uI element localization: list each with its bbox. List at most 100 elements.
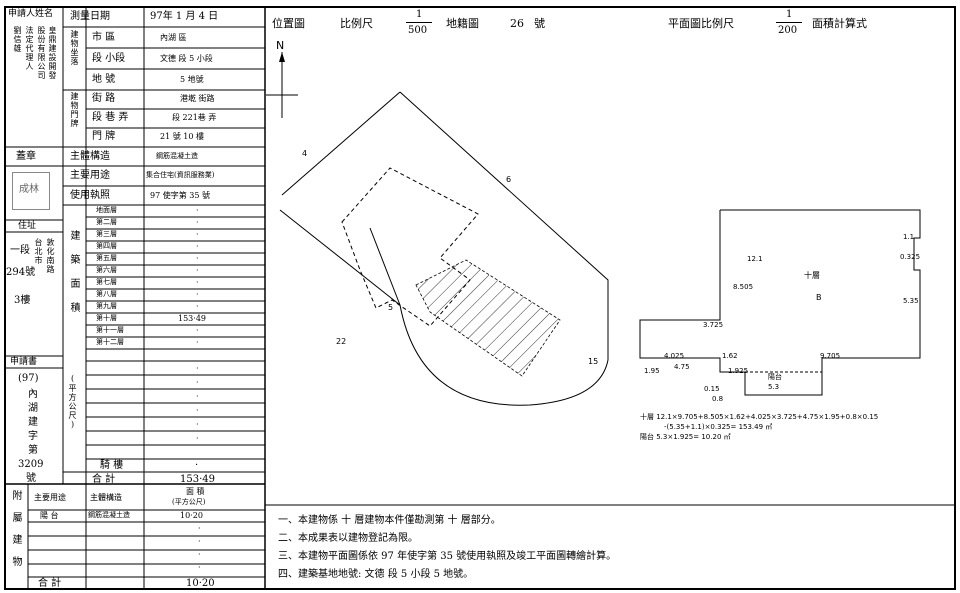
row-label-2: 段 小段 <box>92 53 126 64</box>
row-label-3: 地 號 <box>92 74 116 85</box>
note-3: 三、本建物平面圖係依 97 年使字第 35 號使用執照及竣工平面圖轉繪計算。 <box>278 551 617 562</box>
blank-area: · <box>196 392 199 401</box>
dim-3-725: 3.725 <box>703 321 724 329</box>
floor-name: 第三層 <box>96 230 117 238</box>
blank-area: · <box>196 420 199 429</box>
cadastral-label: 地籍圖 <box>446 17 479 30</box>
floor-name: 第二層 <box>96 218 117 226</box>
location-label: 建物坐落 <box>70 30 79 66</box>
formula-2: -(5.35+1.1)×0.325= 153.49 ㎡ <box>664 423 773 431</box>
plan-title: 平面圖比例尺 <box>668 17 734 30</box>
application-line-3: 建 <box>28 417 38 428</box>
plan-calc-label: 面積計算式 <box>812 17 867 30</box>
floor-area: · <box>196 254 199 263</box>
arcade-label: 騎 樓 <box>100 460 124 471</box>
arcade-area: · <box>195 460 199 471</box>
address-right-1: 敦化南路 <box>46 238 55 274</box>
application-line-2: 湖 <box>28 403 38 414</box>
floor-area: · <box>196 218 199 227</box>
use-value: 集合住宅(資訊服務業) <box>146 171 215 179</box>
floor-name: 第六層 <box>96 266 117 274</box>
location-map-title: 位置圖 <box>272 17 305 30</box>
total-label: 合 計 <box>92 474 116 485</box>
floor-name: 第十一層 <box>96 326 124 334</box>
floor-name: 第九層 <box>96 302 117 310</box>
floor-name: 第五層 <box>96 254 117 262</box>
dim-0-8: 0.8 <box>712 395 724 403</box>
plan-scale-den: 200 <box>778 25 798 36</box>
annex-total-area: 10·20 <box>186 578 215 589</box>
structure-value: 鋼筋混凝土造 <box>156 152 198 160</box>
applicant-line-2: 股份有限公司 <box>37 26 46 80</box>
seal-stamp: 成林 <box>12 172 50 210</box>
floor-name: 地面層 <box>96 206 117 214</box>
applicant-line-4: 劉信雄 <box>13 26 22 53</box>
dim-5-35: 5.35 <box>903 297 919 305</box>
floors-group-label: 建築面積 <box>68 230 79 326</box>
annex-col-structure: 主體構造 <box>90 493 122 502</box>
plan-floor-mark: B <box>816 293 822 302</box>
dim-12-1: 12.1 <box>747 255 763 263</box>
application-line-4: 字 <box>28 431 38 442</box>
survey-date-label: 測量日期 <box>70 11 110 22</box>
parcel-5: 5 <box>388 303 394 312</box>
floor-area: · <box>196 278 199 287</box>
application-line-7: 號 <box>26 473 36 484</box>
door-value-2: 段 221巷 弄 <box>172 113 217 122</box>
door-value-3: 21 號 10 樓 <box>160 132 204 141</box>
parcel-6: 6 <box>506 175 512 184</box>
dim-1-62: 1.62 <box>722 352 738 360</box>
application-line-1: 內 <box>28 389 38 400</box>
plan-scale-bar <box>776 22 802 23</box>
floor-name: 第八層 <box>96 290 117 298</box>
row-value-1: 內湖 區 <box>160 33 187 42</box>
annex-col-area: 面 積 <box>186 487 205 496</box>
dim-4-75: 4.75 <box>674 363 690 371</box>
floor-area: · <box>196 266 199 275</box>
address-city: 台北市 <box>34 238 43 265</box>
dim-8-505: 8.505 <box>733 283 754 291</box>
floor-area: · <box>196 326 199 335</box>
cadastral-no: 26 <box>510 17 524 30</box>
annex-area: · <box>198 537 201 546</box>
blank-area: · <box>196 378 199 387</box>
location-scale-num: 1 <box>416 9 423 20</box>
seal-stamp-text: 成林 <box>19 184 39 195</box>
dim-4-025: 4.025 <box>664 352 685 360</box>
annex-area: · <box>198 550 201 559</box>
floor-area: 153·49 <box>178 314 206 323</box>
door-label-1: 街 路 <box>92 93 116 104</box>
annex-structure: 鋼筋混凝土造 <box>88 511 130 519</box>
application-line-6: 3209 <box>18 459 44 470</box>
row-label-1: 市 區 <box>92 32 116 43</box>
floor-name: 第十二層 <box>96 338 124 346</box>
address-line-3: 3樓 <box>14 295 31 306</box>
plan-scale-num: 1 <box>786 9 793 20</box>
balcony-label: 陽台 <box>768 373 782 381</box>
parcel-15: 15 <box>588 357 599 366</box>
note-4: 四、建築基地地號: 文德 段 5 小段 5 地號。 <box>278 569 474 580</box>
applicant-line-1: 皇鼎建設開發 <box>48 26 57 80</box>
note-1: 一、本建物係 十 層建物本件僅勘測第 十 層部分。 <box>278 515 501 526</box>
floor-area: · <box>196 206 199 215</box>
annex-col-use: 主要用途 <box>34 493 66 502</box>
dim-1-1: 1.1 <box>903 233 915 241</box>
application-label: 申請書 <box>10 357 38 367</box>
location-scale-label: 比例尺 <box>340 17 373 30</box>
dim-0-15: 0.15 <box>704 385 720 393</box>
application-line-5: 第 <box>28 445 38 456</box>
address-line-1: 一段 <box>10 245 30 256</box>
door-label-3: 門 牌 <box>92 131 116 142</box>
floors-unit-label: (平方公尺) <box>68 374 77 430</box>
applicant-line-3: 法定代理人 <box>25 26 34 71</box>
annex-area: · <box>198 524 201 533</box>
annex-total-label: 合 計 <box>38 578 62 589</box>
annex-use: 陽 台 <box>40 511 59 520</box>
floor-area: · <box>196 302 199 311</box>
floor-name: 第四層 <box>96 242 117 250</box>
floor-area: · <box>196 338 199 347</box>
dim-9-705: 9.705 <box>820 352 841 360</box>
annex-area: · <box>198 563 201 572</box>
floor-area: · <box>196 230 199 239</box>
